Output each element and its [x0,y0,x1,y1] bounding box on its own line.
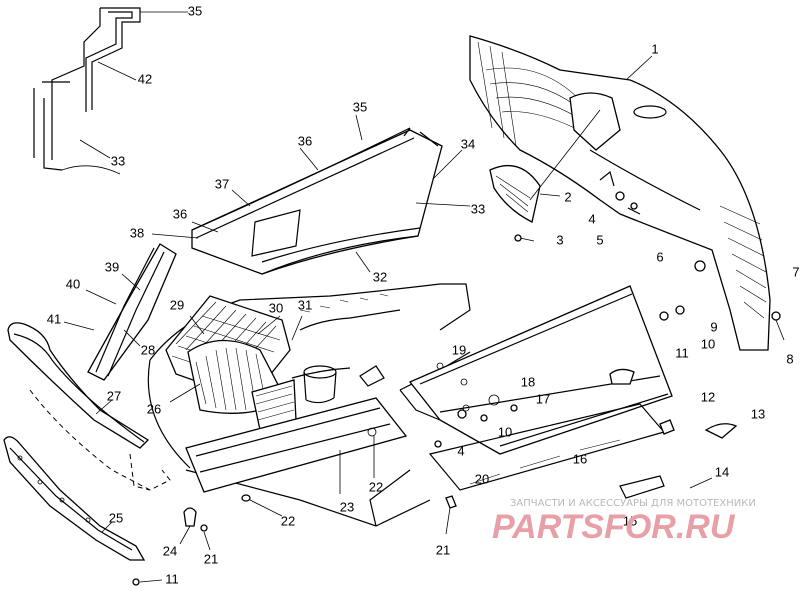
callout-38: 38 [130,225,144,240]
callout-36: 36 [173,206,187,221]
detail-section-windshield-edge [33,7,188,175]
callout-10: 10 [701,336,715,351]
callout-23: 23 [340,499,354,514]
callout-17: 17 [536,391,550,406]
callout-18: 18 [521,374,535,389]
callout-35: 35 [353,99,367,114]
callout-4: 4 [457,443,464,458]
callout-32: 32 [373,269,387,284]
callout-36: 36 [298,133,312,148]
callout-15: 15 [623,513,637,528]
callout-3: 3 [556,232,563,247]
callout-4: 4 [588,211,595,226]
callout-35: 35 [188,3,202,18]
air-intake-grille [165,295,303,431]
callout-34: 34 [461,136,475,151]
callout-26: 26 [147,401,161,416]
callout-5: 5 [596,232,603,247]
watermark-caption: ЗАПЧАСТИ И АКСЕССУАРЫ ДЛЯ МОТОТЕХНИКИ [510,498,756,509]
side-trim-parts [63,243,177,381]
callout-37: 37 [215,176,229,191]
callout-40: 40 [66,276,80,291]
callout-41: 41 [47,311,61,326]
front-bumper [3,322,171,561]
callout-7: 7 [792,264,799,279]
callout-27: 27 [107,388,121,403]
callout-8: 8 [786,351,793,366]
callout-16: 16 [573,451,587,466]
callout-22: 22 [369,479,383,494]
callout-31: 31 [298,297,312,312]
callout-2: 2 [564,189,571,204]
callout-1: 1 [651,41,658,56]
callout-21: 21 [436,542,450,557]
callout-29: 29 [170,297,184,312]
callout-33: 33 [111,153,125,168]
callout-12: 12 [701,389,715,404]
right-side-panel [408,285,673,499]
hardware-fasteners [132,191,785,586]
callout-22: 22 [281,513,295,528]
callout-28: 28 [141,342,155,357]
callout-19: 19 [452,342,466,357]
callout-33: 33 [471,201,485,216]
callout-11: 11 [165,571,179,586]
callout-9: 9 [710,319,717,334]
callout-14: 14 [715,464,729,479]
callout-30: 30 [269,300,283,315]
callout-24: 24 [163,543,177,558]
windshield-assembly [151,114,471,275]
callout-11: 11 [675,345,689,360]
callout-42: 42 [138,71,152,86]
fairing-deflector [489,109,601,223]
callout-20: 20 [475,471,489,486]
callout-39: 39 [105,259,119,274]
callout-10: 10 [498,424,512,439]
callout-25: 25 [109,510,123,525]
callout-21: 21 [204,551,218,566]
watermark-logo: PARTSFOR.RU [492,508,736,546]
callout-6: 6 [656,249,663,264]
watermark: ЗАПЧАСТИ И АКСЕССУАРЫ ДЛЯ МОТОТЕХНИКИ PA… [492,498,756,546]
callout-13: 13 [751,406,765,421]
left-side-panel [179,397,408,551]
